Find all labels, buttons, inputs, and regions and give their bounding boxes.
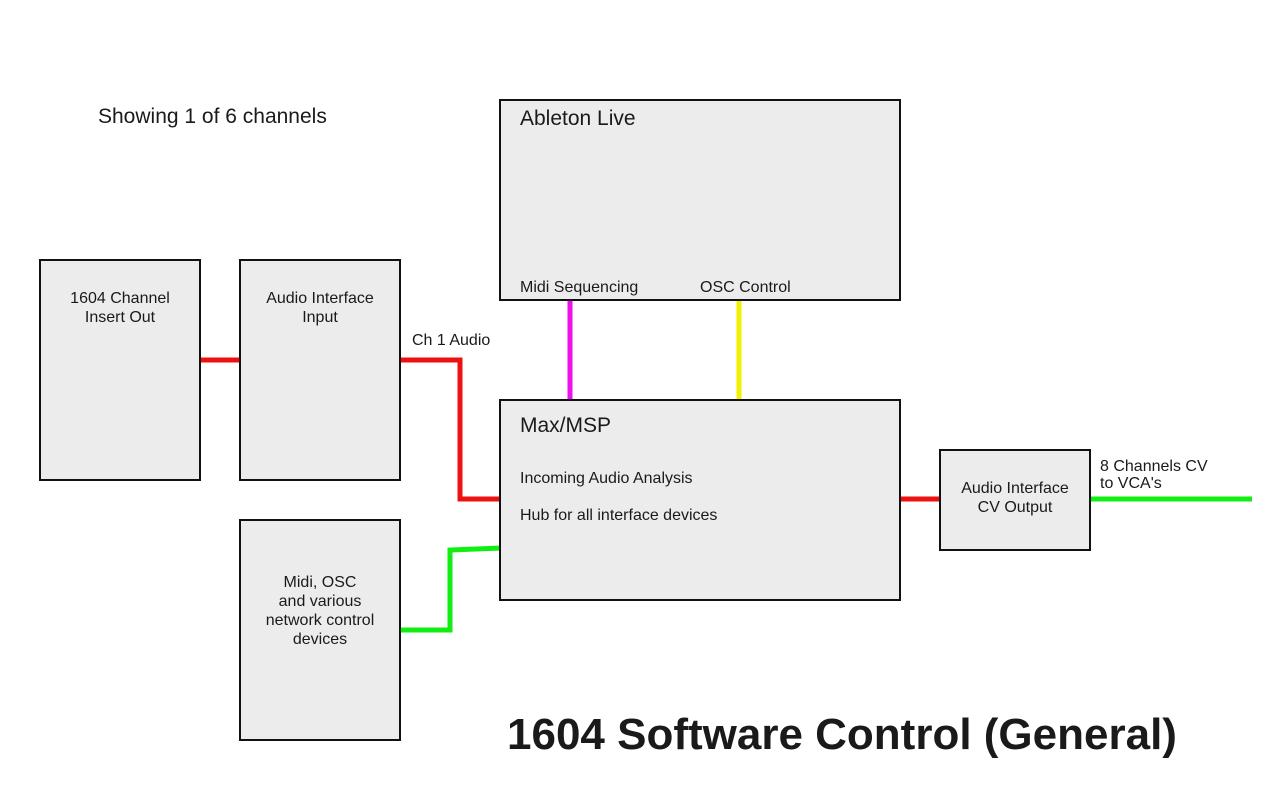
edge-devices-to-max [400,545,503,633]
edge-label-cv-out: 8 Channels CV to VCA's [1100,458,1208,492]
node-label: Midi, OSC and various network control de… [265,574,375,648]
node-label: 1604 Channel Insert Out [70,290,170,326]
osc-control-label: OSC Control [700,279,791,296]
node-label: Audio Interface CV Output [961,480,1069,516]
node-label: Audio Interface Input [266,290,374,326]
max-description-line-1: Incoming Audio Analysis [520,470,693,487]
channel-note: Showing 1 of 6 channels [98,105,327,128]
max-description-line-2: Hub for all interface devices [520,507,718,524]
node-ableton-live: Ableton Live Midi Sequencing OSC Control [499,99,901,301]
node-title: Max/MSP [520,414,612,437]
midi-sequencing-label: Midi Sequencing [520,279,639,296]
node-max-msp: Max/MSP Incoming Audio Analysis Hub for … [499,399,901,601]
edge-label-ch1-audio: Ch 1 Audio [412,332,491,349]
node-title: Ableton Live [520,107,636,130]
node-audio-interface-cv-output: Audio Interface CV Output [939,449,1091,551]
node-audio-interface-input: Audio Interface Input [239,259,401,481]
edge-input-to-max [400,357,502,502]
node-control-devices: Midi, OSC and various network control de… [239,519,401,741]
diagram-title: 1604 Software Control (General) [507,710,1177,759]
node-1604-insert-out: 1604 Channel Insert Out [39,259,201,481]
